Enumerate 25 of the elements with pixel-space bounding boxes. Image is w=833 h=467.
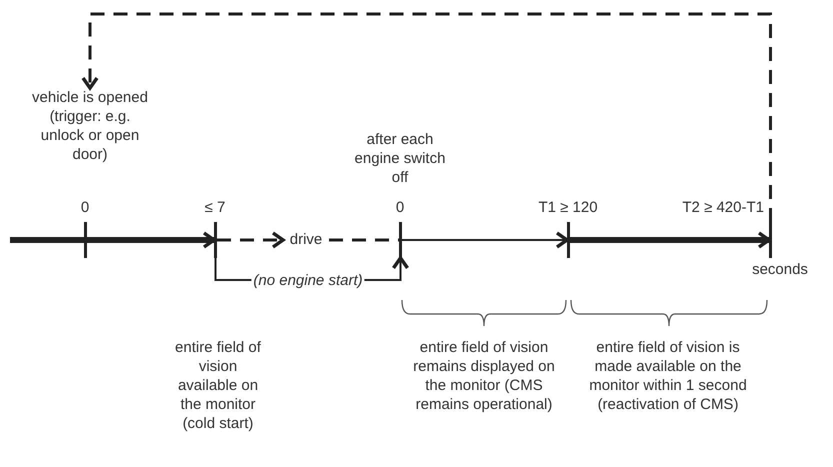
tick-label: ≤ 7 (204, 198, 226, 217)
arrow (402, 231, 569, 249)
event-note: after each engine switch off (354, 130, 446, 187)
tick-label: 0 (394, 198, 406, 217)
tick-mark (769, 222, 772, 258)
phase-note: entire field of vision is made available on the monitor within 1 second (reactivation of CMS) (588, 338, 748, 414)
phase-note: entire field of vision remains displayed on the monitor (CMS remains operational) (412, 338, 556, 414)
dashed-line (329, 238, 399, 242)
dashed-arrow (81, 12, 772, 222)
tick-mark (84, 222, 87, 258)
tick-label: T2 ≥ 420-T1 (681, 198, 764, 217)
tick-mark (214, 222, 217, 258)
trigger-note: vehicle is opened (trigger: e.g. unlock or open door) (30, 88, 150, 164)
tick-label: T1 ≥ 120 (537, 198, 599, 217)
phase-note: entire field of vision available on the monitor (cold start) (174, 338, 262, 433)
tick-label: 0 (80, 198, 90, 217)
edge-label: (no engine start) (251, 271, 365, 290)
timeline-line (10, 237, 84, 243)
tick-mark (567, 222, 570, 258)
arrow (570, 231, 771, 249)
unit-label: seconds (751, 260, 809, 279)
phase-label: drive (283, 230, 329, 249)
arrow (87, 231, 216, 249)
dashed-arrow (217, 231, 285, 249)
tick-mark (399, 222, 402, 258)
